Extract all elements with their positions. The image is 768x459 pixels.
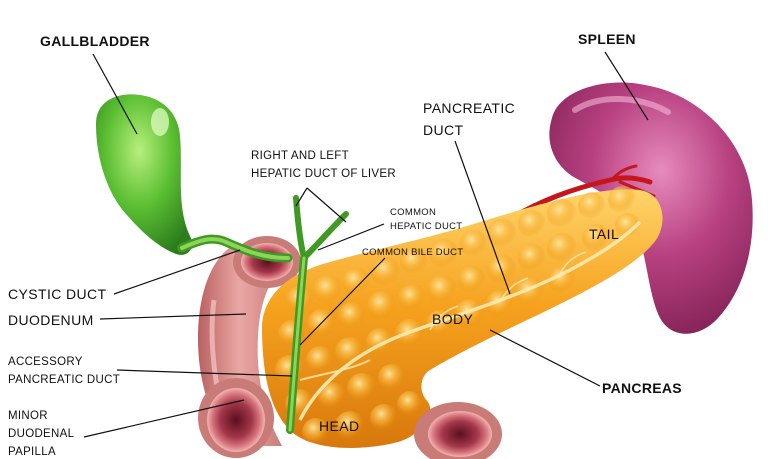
gallbladder-organ — [96, 94, 193, 255]
leader-lines — [83, 51, 649, 438]
label-tail: TAIL — [589, 226, 620, 242]
label-duodenum: DUODENUM — [8, 312, 94, 328]
label-head: HEAD — [319, 418, 360, 434]
label-minor-duodenal-papilla-line-1: MINOR — [8, 410, 48, 422]
label-common-bile-duct: COMMON BILE DUCT — [362, 247, 464, 258]
label-hepatic-ducts: RIGHT AND LEFT HEPATIC DUCT OF LIVER — [251, 148, 396, 184]
label-spleen: SPLEEN — [578, 31, 636, 47]
duodenum-organ — [198, 236, 301, 458]
label-body: BODY — [432, 311, 474, 327]
label-hepatic-ducts-line-1: RIGHT AND LEFT — [251, 150, 349, 162]
label-pancreatic-duct: PANCREATIC DUCT — [423, 98, 515, 141]
label-pancreatic-duct-line-2: DUCT — [423, 121, 464, 138]
label-minor-duodenal-papilla-line-2: DUODENAL — [8, 427, 75, 440]
intestine-cross-section — [414, 402, 502, 459]
label-hepatic-ducts-line-2: HEPATIC DUCT OF LIVER — [251, 167, 396, 180]
label-common-hepatic-duct-line-2: HEPATIC DUCT — [390, 221, 463, 233]
label-accessory-pancreatic-duct: ACCESSORY PANCREATIC DUCT — [8, 354, 120, 390]
label-pancreas: PANCREAS — [602, 380, 682, 396]
label-pancreatic-duct-line-1: PANCREATIC — [423, 100, 516, 116]
label-minor-duodenal-papilla: MINOR DUODENAL PAPILLA — [8, 408, 74, 459]
label-common-hepatic-duct: COMMON HEPATIC DUCT — [390, 206, 462, 235]
label-cystic-duct: CYSTIC DUCT — [8, 286, 107, 302]
label-accessory-pancreatic-duct-line-2: PANCREATIC DUCT — [8, 373, 121, 386]
label-common-hepatic-duct-line-1: COMMON — [390, 207, 437, 218]
label-minor-duodenal-papilla-line-3: PAPILLA — [8, 445, 56, 458]
bile-ducts — [177, 195, 349, 434]
pancreas-organ — [262, 186, 663, 448]
label-accessory-pancreatic-duct-line-1: ACCESSORY — [8, 356, 83, 368]
label-gallbladder: GALLBLADDER — [40, 33, 150, 49]
